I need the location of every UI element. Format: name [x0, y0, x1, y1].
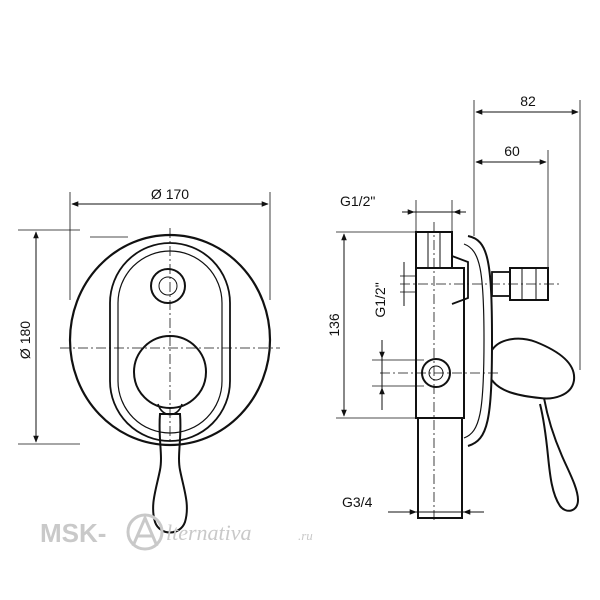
diverter-knob-inner: [158, 276, 178, 296]
dimension-height-between: 136: [326, 313, 342, 337]
lever-handle: [152, 413, 188, 534]
dimension-depth-handle: 60: [504, 143, 520, 159]
front-view: [18, 192, 280, 534]
dimension-front-width: Ø 170: [151, 186, 189, 202]
watermark: MSK- lternativa .ru: [40, 513, 313, 551]
valve-body: [415, 267, 465, 419]
dimension-depth-total: 82: [520, 93, 536, 109]
watermark-domain: .ru: [298, 528, 313, 543]
escutcheon-side-inner: [463, 243, 485, 439]
escutcheon-side: [467, 235, 494, 447]
side-handle-hub: [491, 337, 576, 400]
diverter-knob: [150, 268, 186, 304]
side-view: [336, 100, 581, 520]
bottom-connection: [417, 417, 463, 519]
watermark-a-logo: [126, 513, 164, 551]
dimension-connection-bottom: G3/4: [342, 494, 373, 510]
body-nut: [451, 255, 469, 305]
dimension-front-height: Ø 180: [17, 321, 33, 359]
watermark-script: lternativa: [166, 520, 252, 545]
dimension-connection-top: G1/2": [340, 193, 375, 209]
side-lever: [539, 397, 580, 512]
dimension-connection-vertical: G1/2": [372, 282, 388, 317]
watermark-brand: MSK-: [40, 518, 106, 548]
